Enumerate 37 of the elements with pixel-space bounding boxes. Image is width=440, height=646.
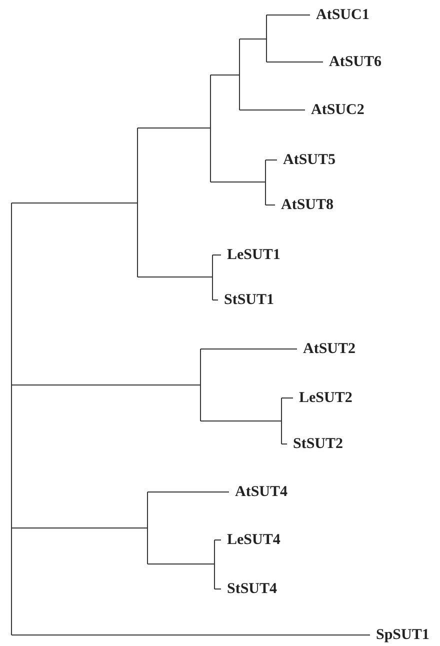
clade-node-line bbox=[214, 540, 215, 589]
taxon-label: StSUT1 bbox=[218, 291, 274, 309]
taxon-label: SpSUT1 bbox=[370, 626, 430, 644]
clade-node-line bbox=[265, 160, 266, 205]
tree-branch bbox=[200, 420, 282, 422]
clade-node-line bbox=[11, 203, 12, 635]
tree-branch bbox=[137, 276, 213, 278]
tree-branch bbox=[266, 14, 310, 16]
taxon-label: AtSUT4 bbox=[229, 483, 288, 501]
clade-node-line bbox=[137, 128, 138, 277]
taxon-label: StSUT4 bbox=[221, 580, 278, 598]
tree-branch bbox=[212, 254, 222, 256]
clade-node-line bbox=[281, 398, 282, 444]
tree-branch bbox=[11, 384, 201, 386]
tree-branch bbox=[11, 634, 370, 636]
tree-branch bbox=[214, 588, 222, 590]
taxon-label: LeSUT4 bbox=[221, 531, 280, 549]
clade-node-line bbox=[147, 492, 148, 564]
taxon-label: AtSUT5 bbox=[277, 151, 336, 169]
taxon-label: AtSUT2 bbox=[297, 340, 356, 358]
taxon-label: LeSUT2 bbox=[293, 389, 352, 407]
clade-node-line bbox=[210, 75, 211, 182]
clade-node-line bbox=[239, 39, 240, 110]
clade-node-line bbox=[266, 15, 267, 62]
tree-branch bbox=[239, 38, 267, 40]
taxon-label: StSUT2 bbox=[287, 435, 344, 453]
clade-node-line bbox=[200, 349, 201, 421]
taxon-label: AtSUT6 bbox=[323, 53, 382, 71]
tree-branch bbox=[265, 204, 276, 206]
taxon-label: AtSUC2 bbox=[305, 101, 364, 119]
taxon-label: AtSUC1 bbox=[310, 6, 370, 24]
taxon-label: LeSUT1 bbox=[221, 246, 280, 264]
tree-branch bbox=[200, 348, 298, 350]
tree-branch bbox=[11, 202, 138, 204]
tree-branch bbox=[210, 74, 240, 76]
taxon-label: AtSUT8 bbox=[275, 196, 334, 214]
clade-node-line bbox=[212, 255, 213, 300]
